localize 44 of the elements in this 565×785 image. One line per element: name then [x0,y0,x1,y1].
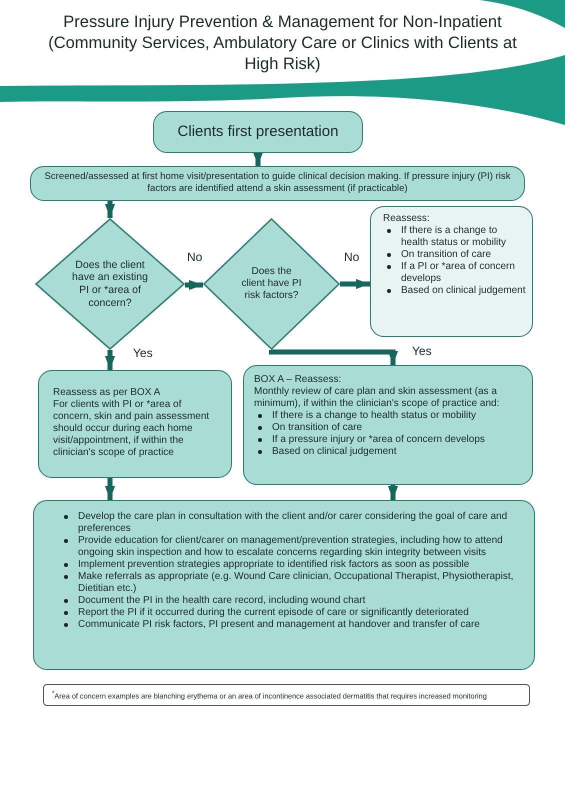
action-box [33,500,535,670]
arrow [388,485,398,500]
bullet-text: Based on clinical judgement [401,285,526,296]
edge-label: No [187,250,202,264]
body-text: For clients with PI or *area of concern, skin and pain assessment should occur during each home visit/appointment, if within the clinician's scope of practice [53,399,210,459]
process-box [30,166,525,201]
edge-label: Yes [133,346,153,360]
arrow [340,279,370,289]
footnote-box [43,684,530,706]
arrow [105,478,115,500]
bullet-text: If a PI or *area of concern develops [401,261,515,284]
reassess-box [370,206,533,337]
body-text: Screened/assessed at first home visit/presentation to guide clinical decision making. If pressure injury (PI) risk factors are identified attend a skin assessment (if practicable) [43,171,512,194]
edge-label: No [344,250,360,264]
bullet-text: If there is a change to health status or mobility [272,410,476,421]
edge-label: Yes [412,344,432,358]
bullet-text: Provide education for client/carer on management/prevention strategies, including how to attend ongoing skin inspection and how to escalate concerns regarding skin integrity between visits [78,535,503,558]
heading: Reassess: [383,213,431,225]
body-text: Monthly review of care plan and skin assessment (as a minimum), if within the clinician's scope of practice and: [254,386,500,410]
bullet-text: On transition of care [272,422,362,433]
arrow [185,280,203,290]
question-text: Does the client have PI risk factors? [240,266,303,302]
arrow [253,152,263,166]
arrow [105,201,115,218]
arrow [105,350,115,370]
bullet-text: Implement prevention strategies appropriate to identified risk factors as soon as possible [78,559,470,570]
bullet-text: Make referrals as appropriate (e.g. Wound Care clinician, Occupational Therapist, Physiotherapist, Dietitian etc.) [78,571,514,594]
title: Pressure Injury Prevention & Management for Non-Inpatient (Community Services, Ambulatory Care or Clinics with Clients at High Risk) [47,12,518,75]
process-box [38,370,232,478]
bullet-text: Document the PI in the health care record, including wound chart [78,595,366,606]
bullet-text: Develop the care plan in consultation with the client and/or carer considering the goal of care and preferences [78,511,508,534]
bullet-text: If there is a change to health status or mobility [401,225,506,248]
bullet-text: Communicate PI risk factors, PI present and management at handover and transfer of care [78,619,480,630]
body-text: Clients first presentation [178,123,338,141]
bullet-text: Report the PI if it occurred during the current episode of care or significantly deteriorated [78,607,469,618]
question-text: Does the client have an existing PI or *area of concern? [71,258,149,310]
bullet-text: Based on clinical judgement [272,446,397,457]
process-box [243,365,533,485]
arrow [269,349,398,365]
heading: Reassess as per BOX A [53,387,162,399]
start-box [153,111,363,153]
bullet-text: On transition of care [401,249,492,260]
heading: BOX A – Reassess: [254,374,342,386]
bullet-text: If a pressure injury or *area of concern develops [272,434,485,445]
